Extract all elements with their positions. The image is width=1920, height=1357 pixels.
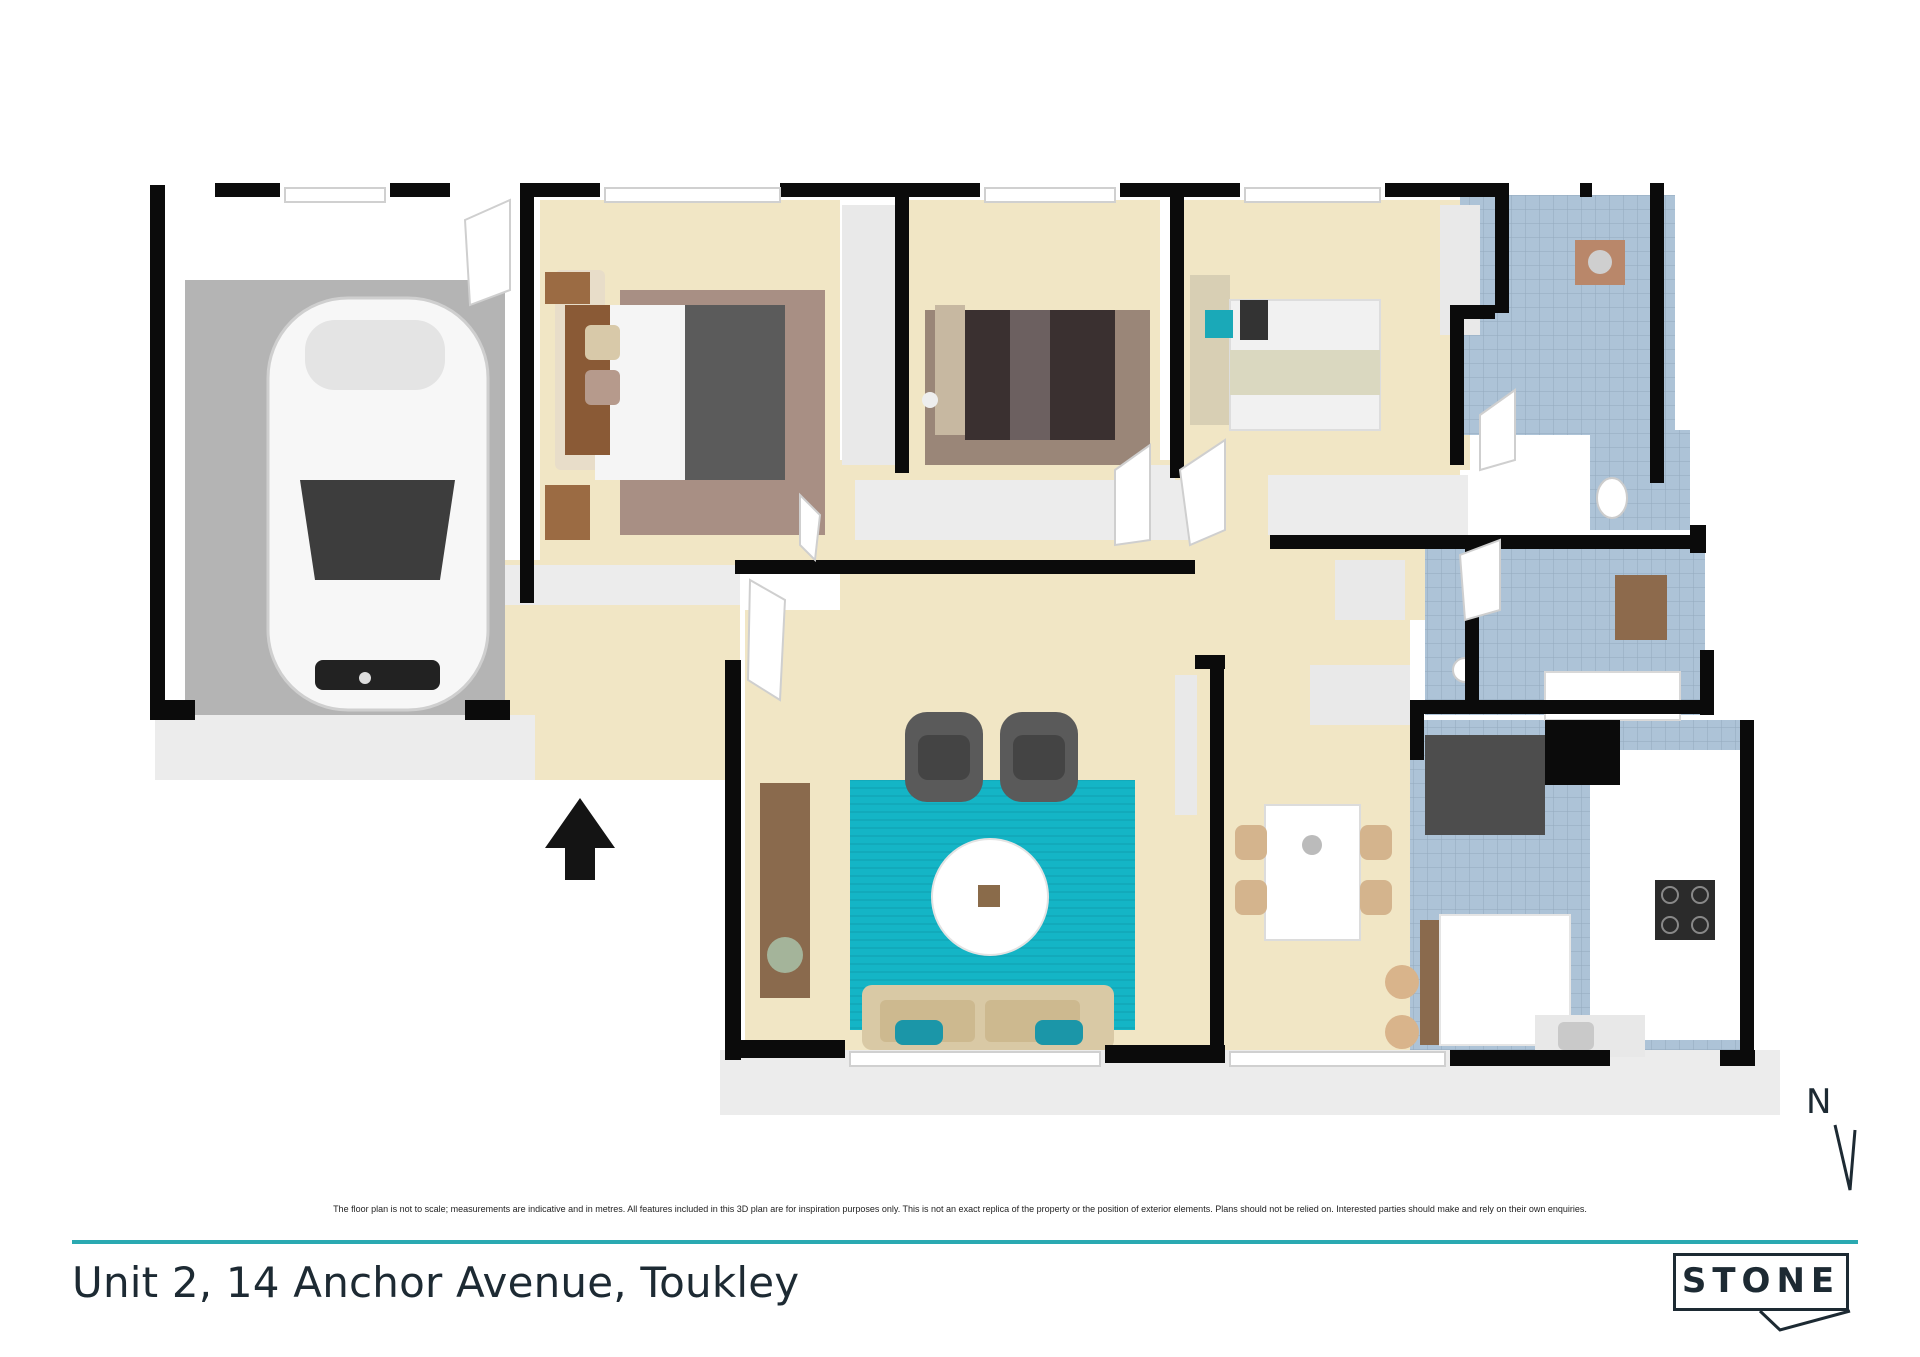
- brand-logo: STONE: [1673, 1253, 1853, 1333]
- sofa-icon: [862, 985, 1114, 1050]
- logo-text: STONE: [1681, 1261, 1841, 1301]
- north-arrow-icon: [1833, 1124, 1857, 1191]
- stove-icon: [1655, 880, 1715, 940]
- partition-faces: [842, 205, 1480, 815]
- disclaimer-text: The floor plan is not to scale; measurem…: [333, 1204, 1587, 1214]
- entry-arrow-icon: [545, 798, 615, 880]
- armchair-icon: [1000, 712, 1078, 802]
- bar-stool: [1385, 1015, 1419, 1049]
- plant-icon: [767, 937, 803, 973]
- door-icon: [463, 198, 1516, 702]
- north-label: N: [1806, 1082, 1832, 1122]
- accent-rule: [72, 1240, 1858, 1244]
- logo-underline: [1758, 1309, 1851, 1332]
- car-icon: [266, 296, 490, 712]
- walls: [150, 183, 1755, 1066]
- dining-table-icon: [1235, 804, 1392, 941]
- bed-icon: [545, 270, 785, 540]
- vanity-icon: [1615, 575, 1667, 640]
- property-address: Unit 2, 14 Anchor Avenue, Toukley: [72, 1258, 800, 1307]
- table-decor: [978, 885, 1000, 907]
- armchair-icon: [905, 712, 983, 802]
- bed-icon: [1190, 275, 1381, 431]
- logo-frame: [1673, 1253, 1849, 1311]
- bar-stool: [1385, 965, 1419, 999]
- fridge-icon: [1425, 735, 1545, 835]
- window-icon: [284, 187, 1446, 1067]
- toilet-icon: [1596, 477, 1628, 519]
- kitchen-bench-edge: [1420, 920, 1442, 1045]
- bed-icon: [922, 305, 1115, 440]
